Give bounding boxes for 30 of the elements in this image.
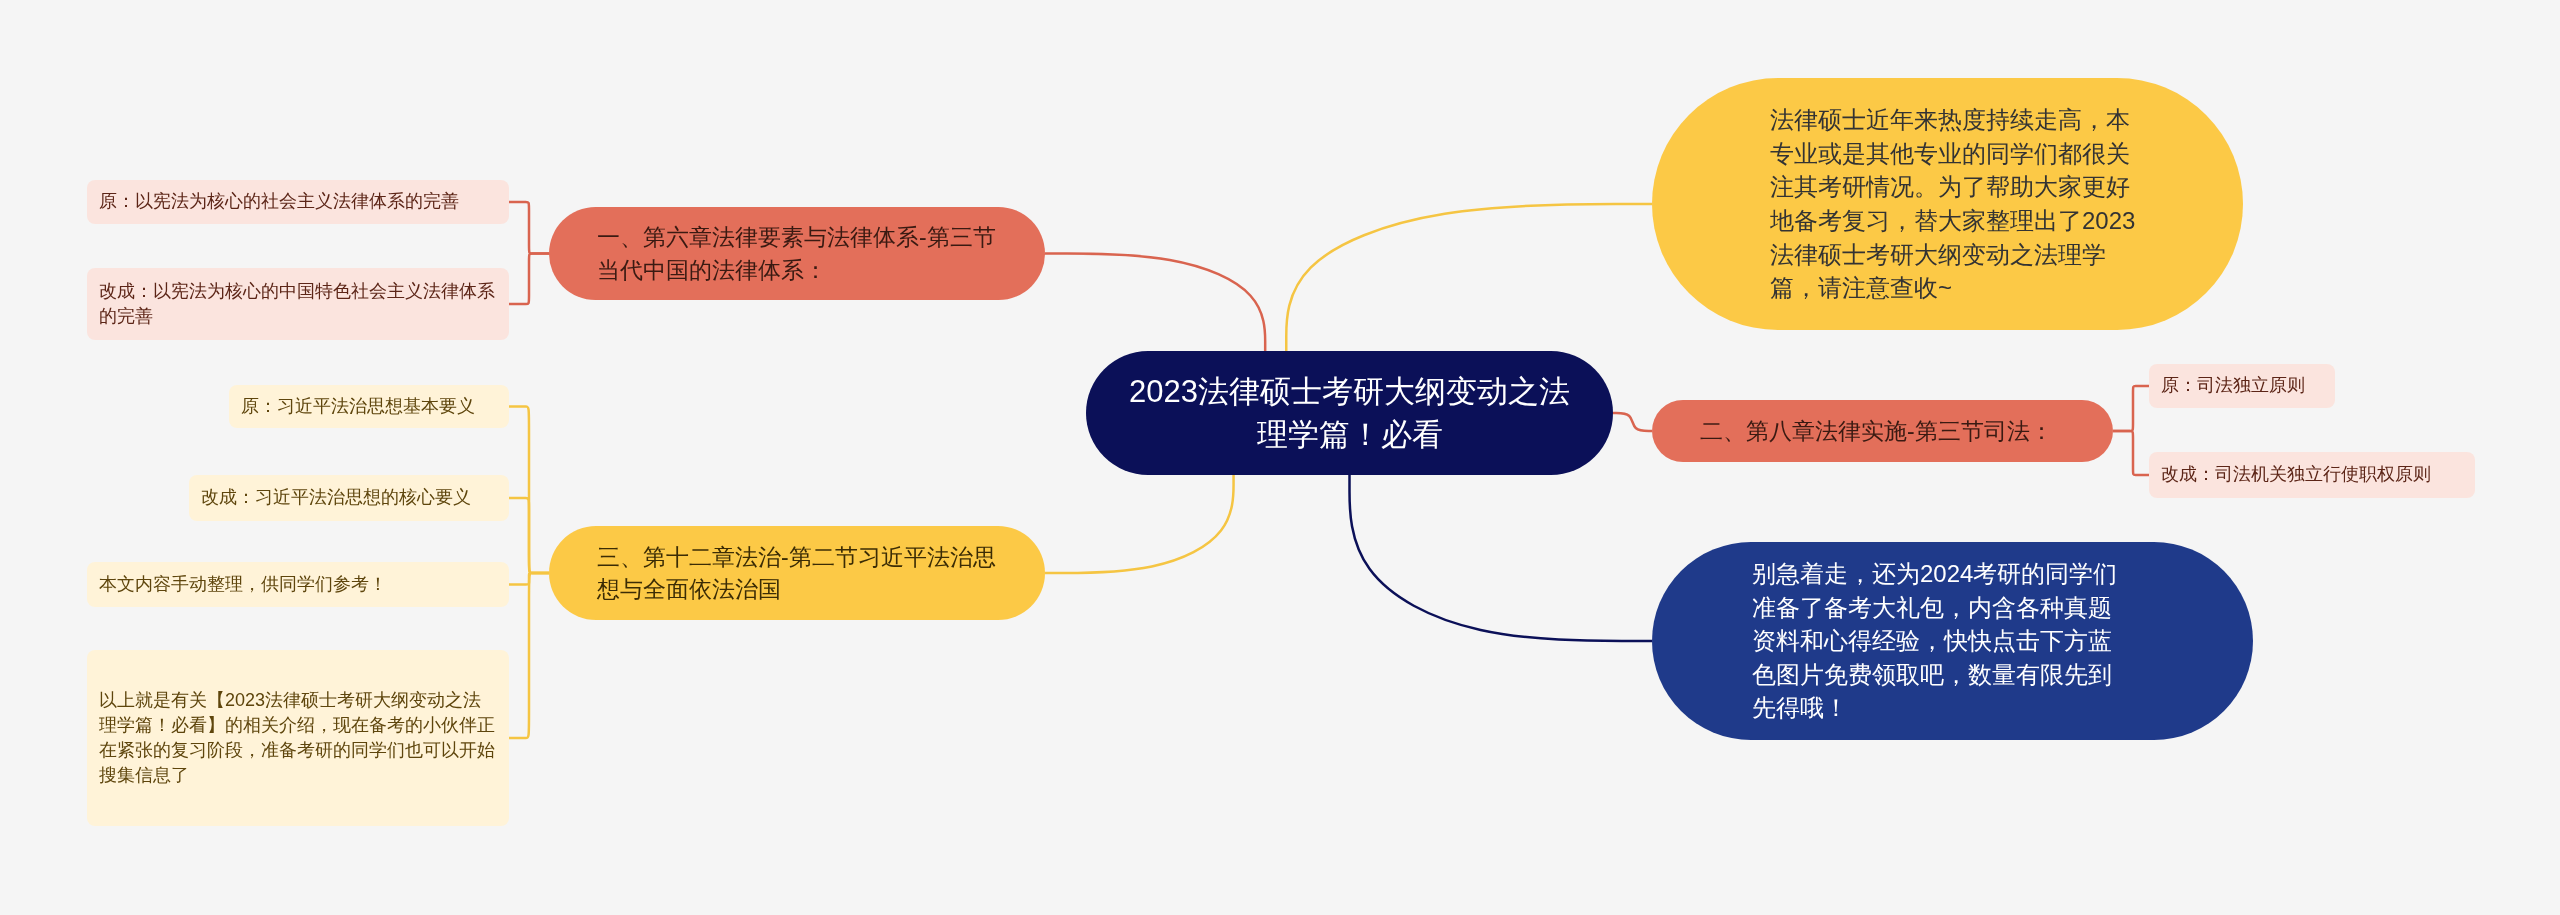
subtopic-card: [87, 268, 509, 340]
topic-text: 别急着走，还为2024考研的同学们准备了备考大礼包，内含各种真题资料和心得经验，快快点击下方蓝色图片免费领取吧，数量有限先到先得哦！: [1752, 559, 2119, 724]
topic-text: 以上就是有关【2023法律硕士考研大纲变动之法理学篇！必看】的相关介绍，现在备考的小伙伴正在紧张的复习阶段，准备考研的同学们也可以开始搜集信息了: [99, 688, 496, 788]
subtopic-card: [87, 562, 509, 607]
subtopic-card: [87, 650, 509, 826]
topic-text: 改成：以宪法为核心的中国特色社会主义法律体系的完善: [99, 279, 496, 328]
connector-line: [1348, 475, 1652, 643]
topic-text: 2023法律硕士考研大纲变动之法理学篇！必看: [1128, 372, 1571, 454]
topic-text: 改成：司法机关独立行使职权原则: [2161, 463, 2431, 487]
connector-line: [1045, 475, 1235, 575]
connector-line: [1045, 252, 1267, 351]
topic-text: 原：司法独立原则: [2161, 374, 2305, 398]
subtopic-card: [87, 180, 509, 224]
topic-text: 本文内容手动整理，供同学们参考！: [99, 572, 387, 596]
topic-text: 三、第十二章法治-第二节习近平法治思想与全面依法治国: [597, 542, 997, 604]
subtopic-card: [2149, 452, 2475, 498]
connector-line: [2113, 429, 2149, 477]
topic-text: 法律硕士近年来热度持续走高，本专业或是其他专业的同学们都很关注其考研情况。为了帮助大家更好地备考复习，替大家整理出了2023法律硕士考研大纲变动之法理学篇，请注意查收~: [1770, 105, 2137, 304]
subtopic-card: [229, 385, 509, 428]
connector-line: [509, 252, 549, 306]
topic-text: 二、第八章法律实施-第三节司法：: [1700, 416, 2053, 446]
subtopic-card: [189, 475, 509, 521]
connector-line: [1613, 411, 1652, 433]
connector-line: [509, 571, 549, 740]
topic-text: 原：以宪法为核心的社会主义法律体系的完善: [99, 190, 459, 214]
topic-text: 改成：习近平法治思想的核心要义: [201, 486, 471, 510]
connector-line: [1285, 202, 1652, 351]
topic-text: 一、第六章法律要素与法律体系-第三节当代中国的法律体系：: [597, 223, 997, 285]
topic-text: 原：习近平法治思想基本要义: [241, 394, 475, 418]
subtopic-card: [2149, 364, 2335, 408]
